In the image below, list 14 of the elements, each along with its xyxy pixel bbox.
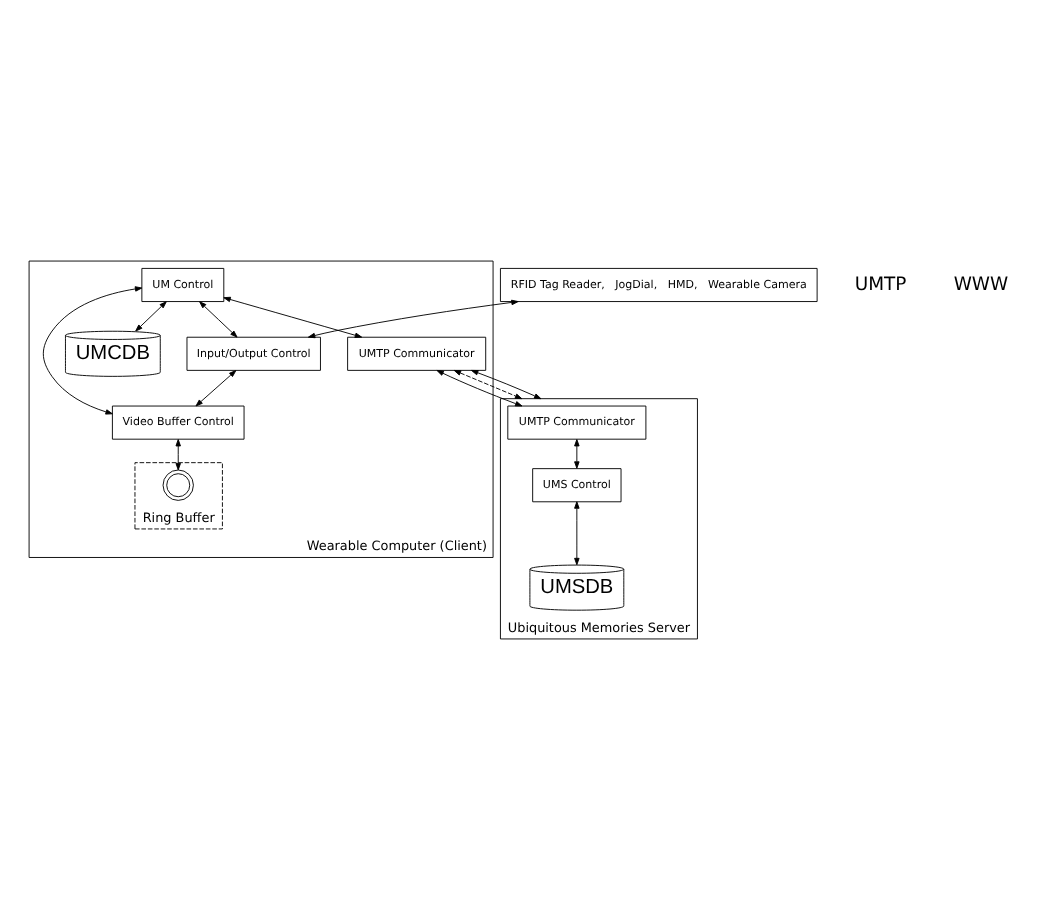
arrow [199, 301, 238, 338]
arrow [195, 370, 237, 407]
arrow [453, 369, 523, 400]
arrow [574, 439, 580, 469]
arrow [175, 439, 181, 471]
arrow [135, 301, 167, 332]
arrow [436, 369, 523, 407]
arrow [574, 501, 580, 566]
label: UMTP [854, 273, 907, 296]
label: WWW [953, 273, 1009, 296]
arrow [42, 286, 143, 415]
arrow [223, 296, 363, 338]
arrow [471, 369, 542, 400]
arrow [307, 299, 519, 339]
